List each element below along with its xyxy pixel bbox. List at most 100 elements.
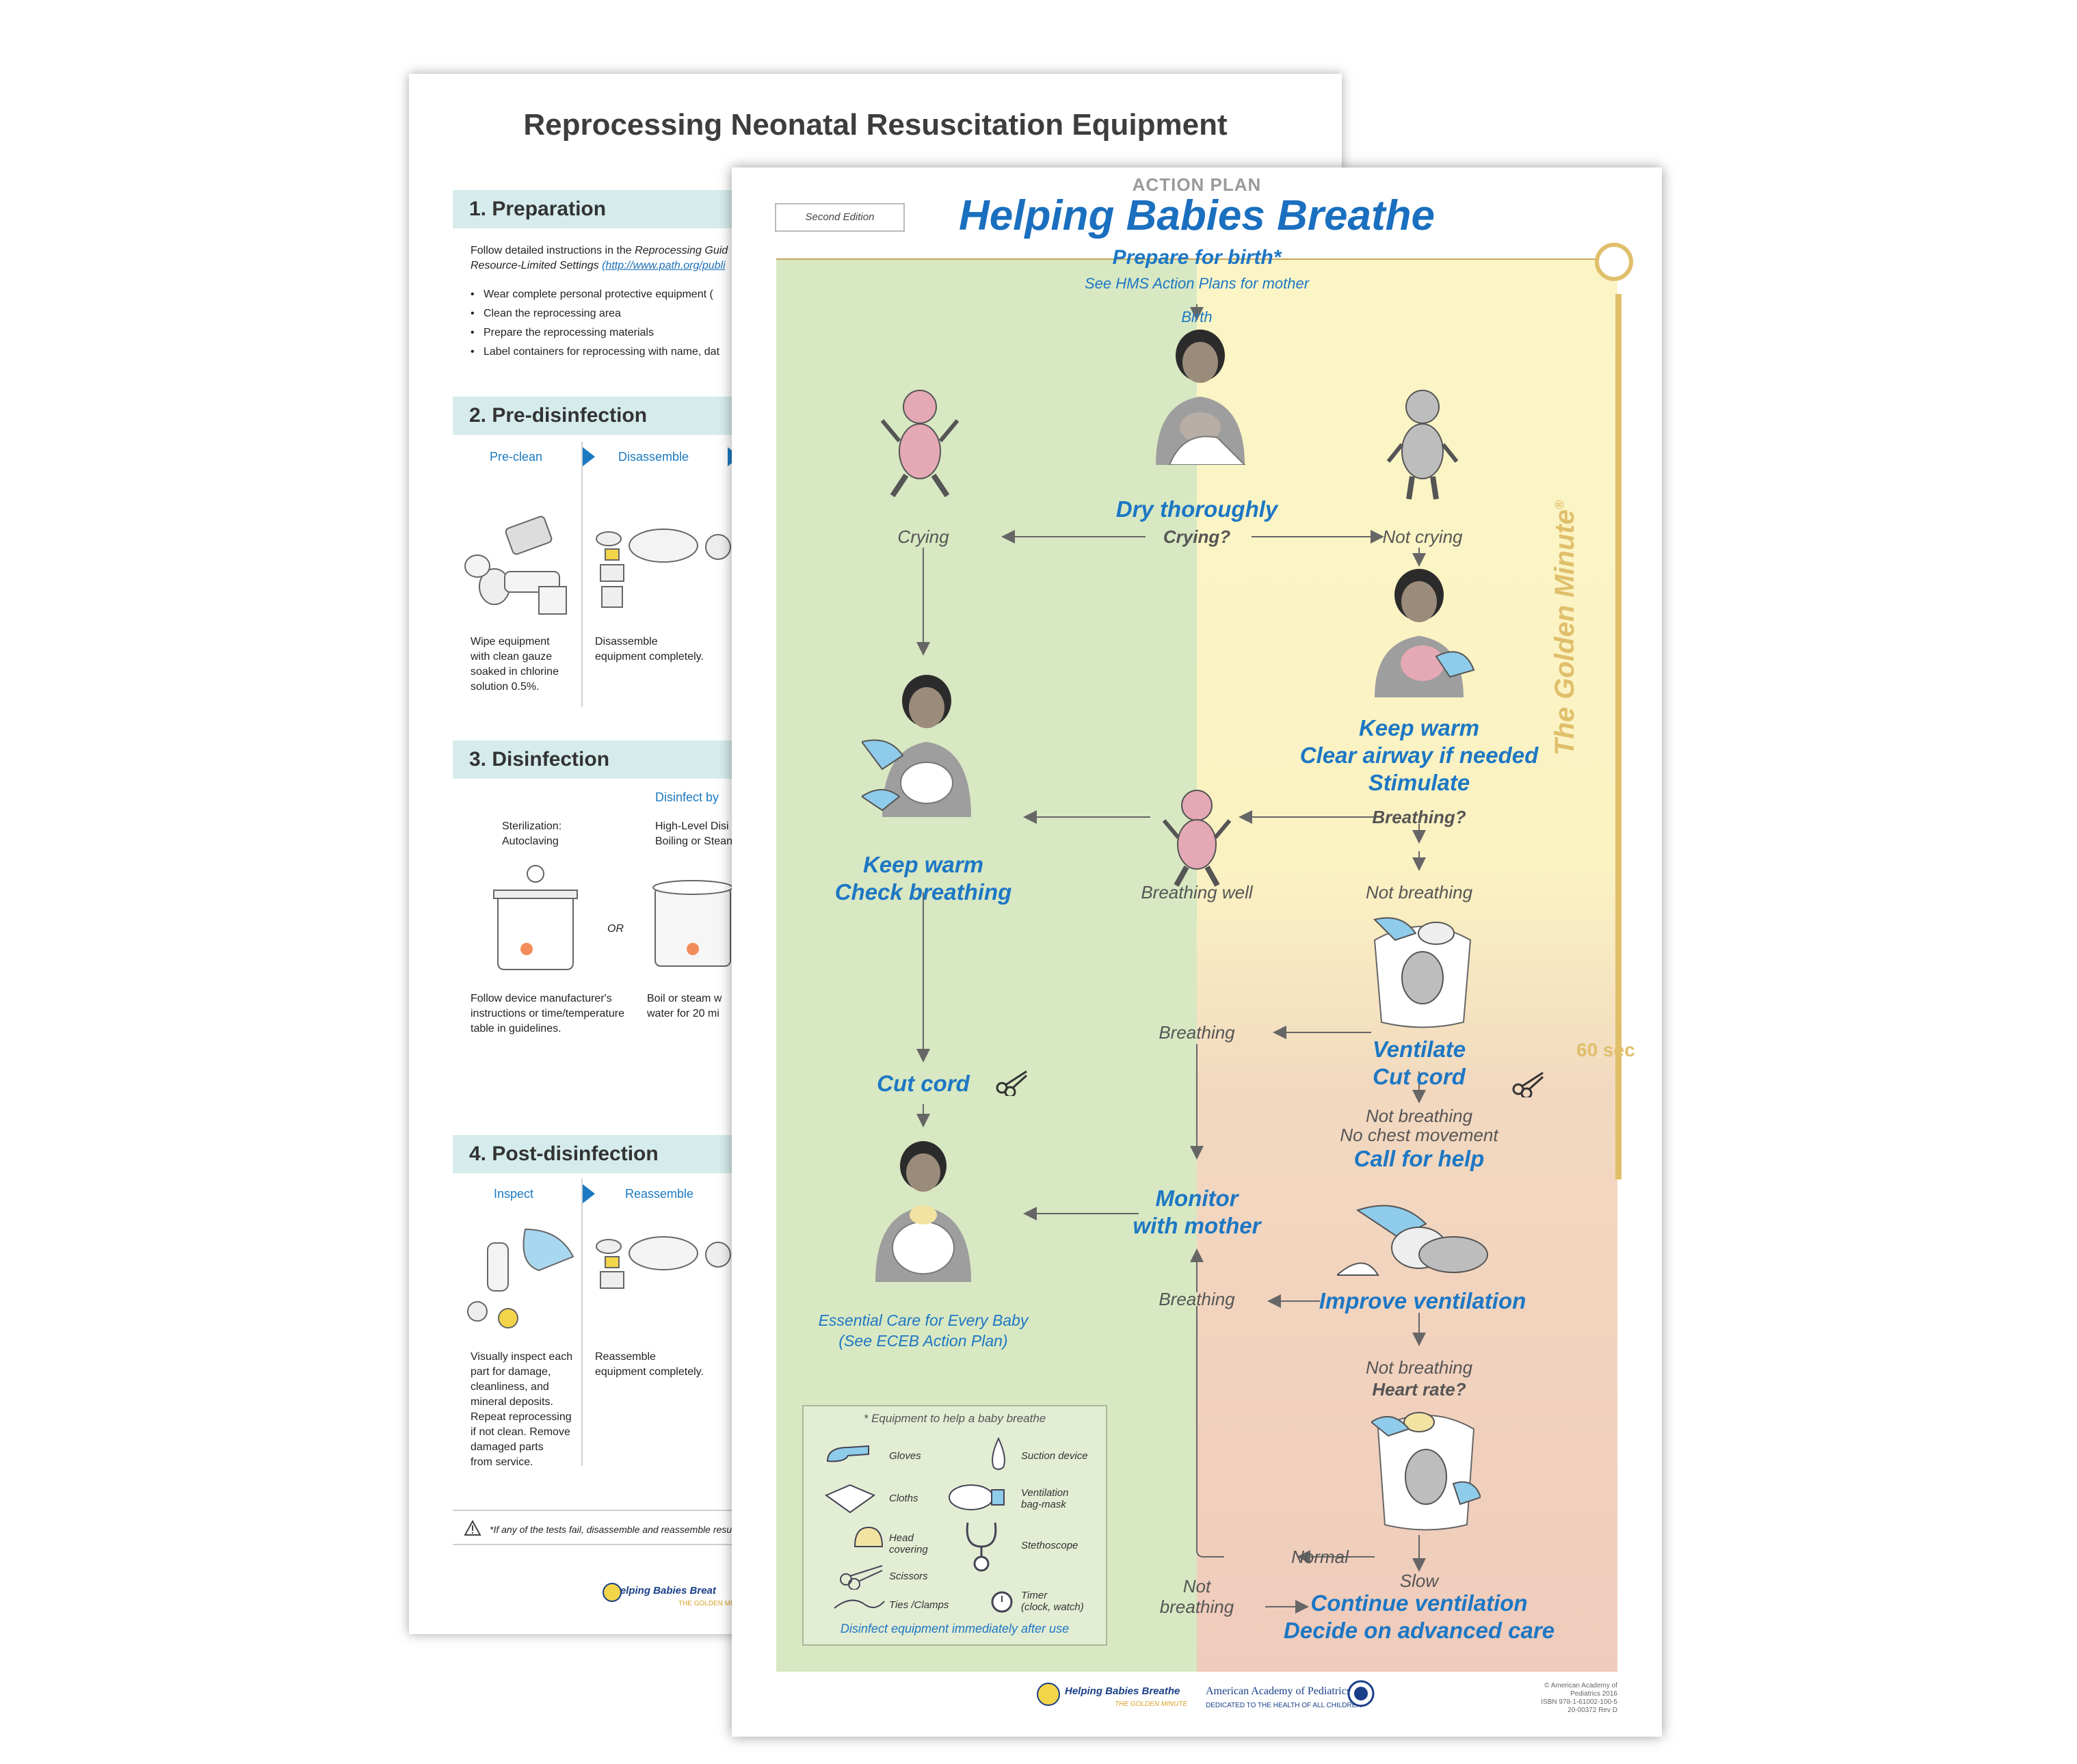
preclean-illustration <box>464 516 567 615</box>
crying-baby-illustration <box>880 390 960 498</box>
scissors-legend-icon <box>840 1565 883 1590</box>
timer-legend-icon <box>991 1591 1013 1613</box>
right-action-line2: Clear airway if needed <box>1299 743 1539 768</box>
not-crying-baby-illustration <box>1386 390 1459 500</box>
legend-title: * Equipment to help a baby breathe <box>863 1412 1046 1425</box>
gloves-icon <box>826 1445 869 1462</box>
legend-ties-clamps: Ties /Clamps <box>889 1599 949 1611</box>
heart-rate-question: Heart rate? <box>1372 1379 1466 1400</box>
not-crying-label: Not crying <box>1382 526 1463 547</box>
clear-airway-illustration <box>1375 569 1475 697</box>
hbb-footer-logo-icon <box>1037 1683 1060 1706</box>
mother-baby-illustration <box>1156 330 1246 465</box>
ventilate-line2: Cut cord <box>1373 1064 1466 1089</box>
timer-icon <box>1595 243 1633 281</box>
flow-connectors <box>916 304 1426 1614</box>
step-preclean: Pre-clean <box>490 450 543 464</box>
improve-ventilation: Improve ventilation <box>1319 1288 1526 1313</box>
path-link[interactable]: (http://www.path.org/publi <box>602 260 726 271</box>
footnote: *If any of the tests fail, disassemble a… <box>490 1524 737 1535</box>
crying-label: Crying <box>897 526 949 547</box>
monitor-line1: Monitor <box>1155 1186 1239 1211</box>
bullet-item: • Label containers for reprocessing with… <box>471 346 720 358</box>
breathing-label-1: Breathing <box>1159 1022 1235 1043</box>
slow-label: Slow <box>1399 1571 1439 1591</box>
bullet-item: • Clean the reprocessing area <box>471 308 621 319</box>
essential-care-line1: Essential Care for Every Baby <box>818 1311 1029 1329</box>
disassemble-text: Disassemble equipment completely. <box>595 636 704 663</box>
boiling-text: Boil or steam w water for 20 mi <box>647 993 722 1019</box>
not-breathing-label-3: Not breathing <box>1365 1357 1473 1378</box>
preparation-bullets: • Wear complete personal protective equi… <box>471 287 771 360</box>
autoclave-text: Follow device manufacturer's instruction… <box>471 993 624 1034</box>
scissors-icon <box>1512 1071 1544 1097</box>
breathing-well-baby-illustration <box>1162 790 1232 887</box>
aap-logo: American Academy of Pediatrics <box>1206 1685 1351 1697</box>
bullet-item: • Wear complete personal protective equi… <box>471 289 713 300</box>
boiling-title: High-Level Disi Boiling or Stean <box>655 820 732 847</box>
hbb-footer-tagline: THE GOLDEN MINUTE <box>1115 1700 1188 1708</box>
reassemble-text: Reassemble equipment completely. <box>595 1351 704 1378</box>
step-inspect: Inspect <box>494 1187 534 1201</box>
disinfect-by-label: Disinfect by <box>655 790 719 804</box>
legend-head-covering: Head covering <box>889 1532 928 1555</box>
legend-suction-device: Suction device <box>1021 1450 1088 1462</box>
legend-scissors: Scissors <box>889 1571 928 1582</box>
not-breathing-label-2: Not breathing <box>1365 1106 1473 1126</box>
action-plan-poster: Second Edition ACTION PLAN Helping Babie… <box>732 168 1662 1737</box>
bullet-item: • Prepare the reprocessing materials <box>471 327 654 338</box>
stethoscope-icon <box>966 1522 997 1572</box>
prepare-for-birth: Prepare for birth* <box>1112 246 1282 269</box>
step-disassemble: Disassemble <box>618 450 689 464</box>
check-breathing-illustration <box>862 675 971 817</box>
left-action-line1: Keep warm <box>862 852 984 877</box>
head-covering-icon <box>854 1526 884 1547</box>
breathing-question: Breathing? <box>1372 807 1466 827</box>
copyright: © American Academy of Pediatrics 2016 IS… <box>1541 1682 1617 1714</box>
step-reassemble: Reassemble <box>625 1187 694 1201</box>
ventilate-line1: Ventilate <box>1372 1037 1466 1062</box>
warning-icon <box>464 1520 481 1536</box>
continue-line2: Decide on advanced care <box>1283 1618 1555 1643</box>
disassemble-illustration <box>596 529 731 608</box>
heart-rate-illustration <box>1371 1412 1481 1531</box>
boiling-illustration <box>652 880 733 967</box>
hbb-tagline: THE GOLDEN MIN <box>678 1600 738 1607</box>
or-label: OR <box>607 923 624 935</box>
monitor-line2: with mother <box>1133 1213 1261 1238</box>
legend-cloths: Cloths <box>889 1493 918 1504</box>
sixty-sec-label: 60 sec <box>1576 1039 1635 1060</box>
autoclave-title: Sterilization: Autoclaving <box>502 820 562 847</box>
not-breathing-label-1: Not breathing <box>1365 882 1473 903</box>
right-action-line1: Keep warm <box>1358 715 1480 740</box>
suction-device-icon <box>992 1437 1005 1470</box>
breathing-well-label: Breathing well <box>1141 882 1253 903</box>
bag-mask-icon <box>949 1484 1005 1510</box>
legend-bag-mask: Ventilation bag-mask <box>1021 1487 1069 1510</box>
poster-title: Helping Babies Breathe <box>959 192 1435 239</box>
ventilate-illustration <box>1373 917 1472 1028</box>
no-chest-movement: No chest movement <box>1340 1125 1498 1145</box>
action-plan-label: ACTION PLAN <box>1132 174 1262 195</box>
birth-label: Birth <box>1181 308 1213 325</box>
monitor-mother-illustration <box>875 1141 971 1282</box>
hbb-logo: Helping Babies Breat <box>613 1585 716 1596</box>
aap-tagline: DEDICATED TO THE HEALTH OF ALL CHILDREN <box>1206 1702 1362 1709</box>
edition-label: Second Edition <box>775 203 905 232</box>
aap-seal-icon <box>1347 1680 1375 1707</box>
inspect-text: Visually inspect each part for damage, c… <box>471 1351 573 1468</box>
equipment-legend: * Equipment to help a baby breathe Glove… <box>802 1405 1107 1646</box>
left-action-line2: Check breathing <box>834 879 1012 905</box>
scissors-icon <box>996 1070 1028 1096</box>
inspect-illustration <box>467 1228 574 1328</box>
right-action-line3: Stimulate <box>1368 770 1470 795</box>
continue-line1: Continue ventilation <box>1310 1590 1528 1616</box>
call-for-help: Call for help <box>1353 1146 1485 1171</box>
cloths-icon <box>824 1484 876 1514</box>
improve-ventilation-illustration <box>1337 1205 1488 1276</box>
see-hms: See HMS Action Plans for mother <box>1084 275 1310 292</box>
legend-footer: Disinfect equipment immediately after us… <box>840 1622 1070 1635</box>
cut-cord-left: Cut cord <box>877 1071 970 1096</box>
legend-stethoscope: Stethoscope <box>1021 1540 1079 1551</box>
preclean-text: Wipe equipment with clean gauze soaked i… <box>471 636 559 693</box>
